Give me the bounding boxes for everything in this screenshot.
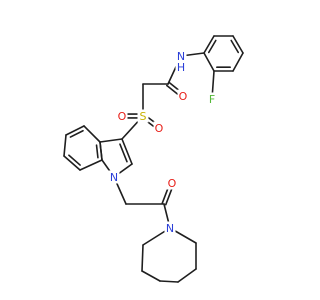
amide-nh-label-part-1: H [177,61,185,74]
indole-nitrogen-label-part-0: N [110,171,118,184]
fluorine-label-background [206,92,218,106]
ketone-oxygen-label-background [166,176,178,190]
amide-oxygen-label-part-0: O [179,90,188,103]
bond-r2-r3-inner [230,39,240,54]
sulfonyl-oxygen-right-label-group: O [153,121,165,135]
bond-r5-r6 [203,52,215,72]
bond-C4-C5-inner [69,129,84,138]
bond-C3a-C3 [99,138,123,143]
bond-C3a-C4 [83,125,101,143]
sulfonyl-oxygen-right-label-part-0: O [155,122,164,135]
bond-a3-a4 [159,280,179,283]
amide-oxygen-label-group: O [177,89,189,103]
sulfur-label-background [137,109,149,123]
amide-oxygen-label: O [179,90,188,103]
bond-C3-C2-inner [119,143,128,163]
amide-oxygen-label-background [177,89,189,103]
fluorine-label: F [209,93,215,106]
bond-a2-a3 [177,268,197,283]
sulfonyl-oxygen-left-label: O [118,110,127,123]
indole-nitrogen-label: N [110,171,118,184]
bond-C7-C7a [79,159,103,171]
ketone-oxygen-label-group: O [166,176,178,190]
sulfur-label-part-0: S [140,110,147,123]
bond-C4-C5 [65,125,85,136]
fluorine-label-part-0: F [209,93,215,106]
azepane-nitrogen-label: N [166,222,174,235]
azepane-nitrogen-label-group: N [164,221,176,235]
bond-C3-C2 [121,138,133,165]
sulfonyl-oxygen-right-label-background [153,121,165,135]
azepane-nitrogen-label-part-0: N [166,222,174,235]
bond-r3-r4 [232,52,244,72]
bond-C7a-C3a-inner-only-inner [95,144,99,159]
sulfur-label: S [140,110,147,123]
indole-nitrogen-label-background [108,170,120,184]
bond-a4-a5 [141,270,161,282]
sulfur-label-group: S [137,109,149,123]
sulfonyl-oxygen-left-label-background [116,109,128,123]
bond-r6-r1 [203,35,215,54]
bond-a5-a6 [141,244,144,272]
bond-r6-r1-inner [207,39,217,54]
bond-C5-C6 [63,134,67,157]
bond-C6-C7 [63,155,81,171]
fluorine-label-group: F [206,92,218,106]
indole-nitrogen-label-group: N [108,170,120,184]
bond-C6-C7-inner [68,154,81,166]
ketone-oxygen-label-part-0: O [168,177,177,190]
ketone-oxygen-label: O [168,177,177,190]
amide-nh-label-part-0: N [177,50,185,63]
sulfonyl-oxygen-left-label-group: O [116,109,128,123]
amide-nh-label-background [175,49,187,74]
bond-C7a-C3a-inner-only [99,141,103,161]
azepane-nitrogen-label-background [164,221,176,235]
bond-r2-r3 [232,35,244,54]
bond-layer [63,35,244,283]
sulfonyl-oxygen-left-label-part-0: O [118,110,127,123]
sulfonyl-oxygen-right-label: O [155,122,164,135]
